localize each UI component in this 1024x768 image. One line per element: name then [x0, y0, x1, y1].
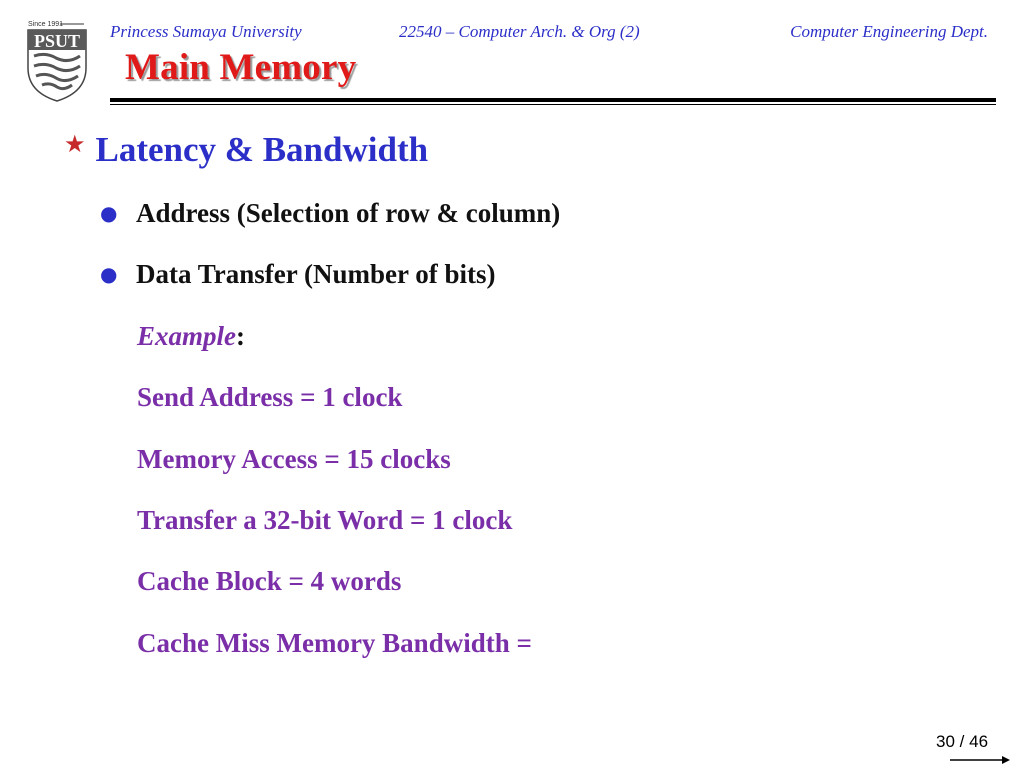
- bullet-item: ● Address (Selection of row & column): [100, 198, 560, 229]
- header-divider-thick: [110, 98, 996, 102]
- bullet-dot-icon: ●: [100, 201, 118, 225]
- star-icon: ★: [64, 130, 86, 158]
- bullet-text: Data Transfer (Number of bits): [136, 259, 496, 289]
- bullet-dot-icon: ●: [100, 262, 118, 286]
- section-heading: ★ Latency & Bandwidth: [64, 130, 428, 170]
- page-number: 30 / 46: [936, 732, 988, 752]
- example-label-text: Example: [137, 321, 236, 351]
- header-department: Computer Engineering Dept.: [790, 22, 988, 41]
- header-divider-thin: [110, 104, 996, 105]
- section-heading-text: Latency & Bandwidth: [95, 130, 429, 169]
- bullet-item: ● Data Transfer (Number of bits): [100, 259, 495, 290]
- page-arrow-icon: [950, 756, 1010, 764]
- example-label: Example:: [137, 321, 245, 352]
- example-line: Cache Block = 4 words: [137, 566, 402, 596]
- logo-tagline: Since 1991: [28, 21, 63, 28]
- example-line: Send Address = 1 clock: [137, 382, 403, 412]
- logo-name: PSUT: [34, 31, 80, 51]
- slide-title: Main Memory: [125, 47, 357, 88]
- page-total: 46: [969, 732, 989, 751]
- header-course: 22540 – Computer Arch. & Org (2): [399, 22, 640, 41]
- header-university: Princess Sumaya University: [110, 22, 302, 41]
- psut-logo: Since 1991 PSUT: [26, 18, 88, 102]
- bullet-text: Address (Selection of row & column): [136, 198, 561, 228]
- example-line: Transfer a 32-bit Word = 1 clock: [137, 505, 513, 535]
- example-line: Cache Miss Memory Bandwidth =: [137, 628, 532, 658]
- example-line: Memory Access = 15 clocks: [137, 444, 451, 474]
- page-separator: /: [959, 732, 965, 751]
- psut-shield-icon: Since 1991 PSUT: [27, 21, 87, 102]
- example-colon: :: [236, 321, 245, 351]
- slide-header: Princess Sumaya University 22540 – Compu…: [110, 22, 990, 42]
- page-current: 30: [936, 732, 955, 751]
